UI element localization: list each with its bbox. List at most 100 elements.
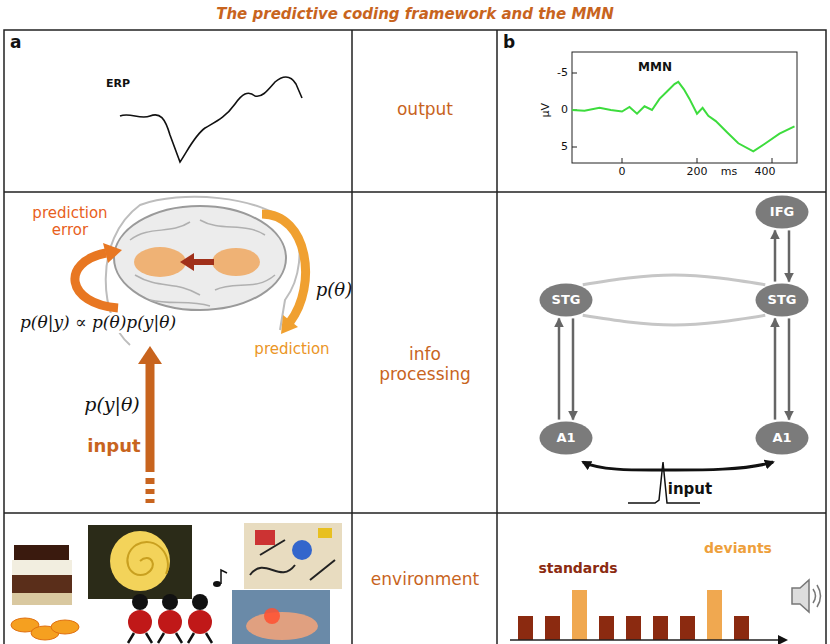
rose-photo bbox=[88, 525, 192, 599]
region-node: A1 bbox=[539, 421, 593, 455]
plot-label: MMN bbox=[638, 61, 672, 75]
connector-arrow bbox=[788, 230, 791, 281]
row-label: environment bbox=[371, 570, 479, 590]
connector-arrow bbox=[572, 318, 575, 419]
input-arrow-dash bbox=[146, 478, 155, 484]
input-arrow bbox=[583, 462, 662, 470]
brain-region bbox=[134, 247, 186, 277]
prediction-arrow-head bbox=[281, 315, 298, 334]
plot-frame bbox=[572, 52, 797, 163]
region-label: A1 bbox=[772, 431, 791, 446]
input-arrow-dash bbox=[146, 489, 155, 494]
region-ellipse-shape bbox=[540, 284, 593, 317]
region-ellipse-shape bbox=[756, 196, 809, 229]
dessert-photo bbox=[12, 560, 72, 576]
axis-unit: ms bbox=[721, 166, 737, 179]
music-note bbox=[213, 581, 221, 587]
region-node: IFG bbox=[755, 195, 809, 229]
figure-title: The predictive coding framework and the … bbox=[216, 6, 614, 23]
dancer-body bbox=[188, 610, 212, 634]
panel-letter: b bbox=[503, 33, 515, 53]
dancers-cartoon bbox=[128, 570, 227, 643]
prediction-error-arrow-head bbox=[103, 243, 122, 263]
standard-bar bbox=[626, 616, 641, 640]
bar-label: standards bbox=[538, 560, 617, 576]
brain-region bbox=[212, 248, 260, 276]
prediction-arrow bbox=[262, 214, 306, 322]
erp-waveform bbox=[120, 77, 302, 162]
plot-label: ERP bbox=[106, 78, 130, 91]
dessert-photo bbox=[12, 593, 72, 605]
region-label: A1 bbox=[556, 431, 575, 446]
abstract-art-shape bbox=[292, 540, 312, 560]
axis-tick: 0 bbox=[561, 104, 568, 117]
region-node: A1 bbox=[755, 421, 809, 455]
region-ellipse-shape bbox=[756, 284, 809, 317]
panel-letter: a bbox=[10, 33, 21, 53]
dancer-legs bbox=[128, 633, 212, 643]
axis-tick: 400 bbox=[755, 166, 776, 179]
region-label: IFG bbox=[770, 205, 794, 220]
loop-connector bbox=[583, 315, 766, 325]
deviant-bar bbox=[572, 590, 587, 640]
standard-bar bbox=[734, 616, 749, 640]
speaker-waves bbox=[813, 585, 821, 607]
bar-label: deviants bbox=[704, 540, 772, 556]
standard-bar bbox=[680, 616, 695, 640]
axis-tick: 5 bbox=[561, 141, 568, 154]
time-axis bbox=[510, 639, 786, 641]
connector-arrow bbox=[788, 318, 791, 419]
axis-tick: -5 bbox=[557, 67, 568, 80]
music-note bbox=[221, 570, 227, 584]
dessert-photo bbox=[12, 575, 72, 593]
formula: p(θ|y) ∝ p(θ)p(y|θ) bbox=[17, 313, 179, 333]
orange-slice bbox=[51, 620, 79, 634]
arrow-label: prediction error bbox=[23, 205, 118, 240]
axis-unit: μV bbox=[540, 103, 553, 118]
region-arrow bbox=[192, 259, 214, 265]
region-ellipse-shape bbox=[540, 422, 593, 455]
arrow-label: input bbox=[87, 436, 140, 457]
rose-petals bbox=[127, 542, 168, 575]
loop-connector bbox=[583, 275, 766, 285]
connector-arrow bbox=[558, 318, 561, 419]
table-grid bbox=[4, 30, 826, 644]
dancer-head bbox=[132, 594, 148, 610]
hand bbox=[246, 612, 318, 640]
dessert-photo bbox=[14, 545, 69, 561]
input-arrow-head bbox=[138, 346, 162, 364]
region-label: STG bbox=[768, 293, 797, 308]
input-label: input bbox=[668, 481, 712, 498]
dancer-body bbox=[158, 610, 182, 634]
hand-photo bbox=[232, 590, 330, 644]
prediction-error-arrow bbox=[75, 253, 118, 308]
axis-tick: 0 bbox=[619, 166, 626, 179]
brain-gyri bbox=[130, 220, 275, 306]
abstract-art-lines bbox=[250, 540, 335, 580]
input-arrow bbox=[146, 362, 155, 472]
rose-flower bbox=[110, 531, 170, 591]
arrow-label: prediction bbox=[254, 341, 329, 358]
mmn-waveform bbox=[572, 82, 795, 151]
region-ellipse-shape bbox=[756, 422, 809, 455]
standard-bar bbox=[518, 616, 533, 640]
formula: p(y|θ) bbox=[84, 394, 140, 416]
region-arrow-head bbox=[180, 253, 194, 271]
region-node: STG bbox=[539, 283, 593, 317]
dancer-head bbox=[192, 594, 208, 610]
region-label: STG bbox=[552, 293, 581, 308]
dancer-body bbox=[128, 610, 152, 634]
standard-bar bbox=[545, 616, 560, 640]
input-arrow bbox=[662, 462, 773, 470]
deviant-bar bbox=[707, 590, 722, 640]
brain bbox=[114, 206, 286, 310]
standard-bar bbox=[599, 616, 614, 640]
speaker-icon bbox=[792, 580, 809, 612]
row-label: info processing bbox=[370, 345, 480, 384]
input-arrow-dash bbox=[146, 499, 155, 503]
abstract-art-shape bbox=[318, 528, 332, 538]
dancer-head bbox=[162, 594, 178, 610]
light-glow bbox=[264, 608, 280, 624]
row-label: output bbox=[397, 100, 453, 120]
